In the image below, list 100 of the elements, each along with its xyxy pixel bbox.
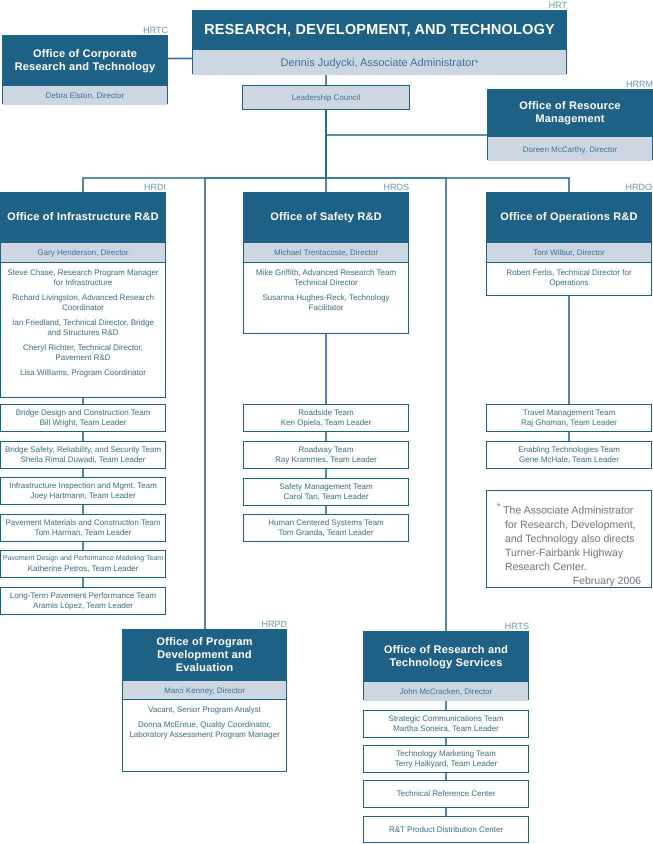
staff-entry: Mike Griffith, Advanced Research Team Technical Director <box>254 268 398 288</box>
team-leader: Joey Hartmann, Team Leader <box>30 491 136 501</box>
team-box <box>0 404 166 432</box>
team-leader: Gene McHale, Team Leader <box>519 455 619 465</box>
council-name: Leadership Council <box>292 93 360 102</box>
team-name: Pavement Materials and Construction Team <box>5 518 161 528</box>
team-box <box>363 780 529 808</box>
office-title: Office of Infrastructure R&D <box>1 193 165 242</box>
team-name: Long-Term Pavement Performance Team <box>10 591 156 601</box>
team-leader: Tom Granda, Team Leader <box>278 528 374 538</box>
team-name: Technology Marketing Team <box>396 749 496 759</box>
staff-entry: Steve Chase, Research Program Manager for Infrastructure <box>6 268 160 288</box>
team-name: Human Centered Systems Team <box>268 518 384 528</box>
connector-line <box>82 505 84 514</box>
connector-line <box>325 74 327 85</box>
director-band: Debra Elston, Director <box>3 85 167 105</box>
team-box <box>0 477 166 505</box>
footnote-box <box>486 490 652 588</box>
team-leader: Raj Ghaman, Team Leader <box>521 418 617 428</box>
team-name: Bridge Design and Construction Team <box>16 408 150 418</box>
office-box <box>243 192 409 334</box>
staff-entry: Susanna Hughes-Reck, Technology Facilitator <box>261 293 391 313</box>
office-code: HRTC <box>143 25 168 35</box>
office-box <box>192 10 567 74</box>
team-name: Enabling Technologies Team <box>518 445 620 455</box>
team-leader: Aramis López, Team Leader <box>33 601 133 611</box>
team-leader: Terry Halkyard, Team Leader <box>394 759 498 769</box>
connector-line <box>568 432 570 441</box>
director-band: Toni Wilbur, Director <box>487 242 651 262</box>
connector-line <box>82 432 84 441</box>
team-name: Bridge Safety, Reliability, and Security Team <box>4 445 162 455</box>
team-name: Travel Management Team <box>522 408 616 418</box>
staff-entry: Richard Livingston, Advanced Research Coordinator <box>11 293 155 313</box>
office-title: RESEARCH, DEVELOPMENT, AND TECHNOLOGY <box>193 11 566 49</box>
team-leader: Tom Harman, Team Leader <box>34 528 132 538</box>
office-code: HRDS <box>383 182 409 192</box>
date-text: February 2006 <box>572 574 641 588</box>
team-leader: Carol Tan, Team Leader <box>283 492 369 502</box>
council-box <box>242 85 410 110</box>
office-code: HRRM <box>626 79 653 89</box>
connector-line <box>82 578 84 587</box>
connector-line <box>82 469 84 477</box>
team-leader: Bill Wright, Team Leader <box>40 418 126 428</box>
connector-line <box>82 398 84 404</box>
connector-line <box>82 542 84 550</box>
team-box <box>486 441 652 469</box>
director-band: Doreen McCarthy, Director <box>488 136 652 161</box>
office-box <box>0 192 166 398</box>
staff-entry: Ian Friedland, Technical Director, Bridge and Structures R&D <box>11 318 155 338</box>
team-box <box>363 816 529 843</box>
office-title: Office of Operations R&D <box>487 193 651 242</box>
director-band: Marci Kenney, Director <box>123 680 286 699</box>
office-code: HRT <box>548 0 567 10</box>
team-box <box>363 710 529 738</box>
team-box <box>0 587 166 615</box>
team-box <box>0 441 166 469</box>
team-leader: Katherine Petros, Team Leader <box>28 564 138 574</box>
footnote-text: $^{*}$ The Associate Administrator for Research, Development, and Technology also directs Turner-Fairbank Highway Research Center. <box>497 500 637 574</box>
connector-line <box>568 296 570 404</box>
team-box <box>486 404 652 432</box>
team-leader: Ray Krammes, Team Leader <box>275 455 377 465</box>
team-box <box>0 550 166 578</box>
office-code: HRDI <box>144 182 166 192</box>
connector-line <box>445 808 447 816</box>
team-name: Roadway Team <box>298 445 354 455</box>
connector-line <box>325 469 327 478</box>
connector-line <box>325 506 327 514</box>
director-band: John McCracken, Director <box>364 681 528 701</box>
connector-line <box>168 58 192 60</box>
office-title: Office of Safety R&D <box>244 193 408 242</box>
office-title: Office of Resource Management <box>488 90 652 136</box>
team-leader: Ken Opiela, Team Leader <box>280 418 372 428</box>
team-box <box>243 478 409 506</box>
connector-line <box>445 773 447 780</box>
team-box <box>243 514 409 542</box>
team-box <box>243 441 409 469</box>
office-box <box>2 35 168 104</box>
connector-line <box>445 700 447 710</box>
team-name: Roadside Team <box>298 408 354 418</box>
team-name: Safety Management Team <box>279 482 373 492</box>
staff-entry: Robert Ferlis, Technical Director for Operations <box>505 268 633 288</box>
team-name: Technical Reference Center <box>396 789 496 799</box>
team-box <box>363 745 529 773</box>
connector-line <box>325 432 327 441</box>
team-box <box>0 514 166 542</box>
team-name: Infrastructure Inspection and Mgmt. Team <box>9 481 157 491</box>
office-code: HRDO <box>626 182 652 192</box>
team-leader: Sheila Rimal Duwadi, Team Leader <box>20 455 146 465</box>
team-name: Strategic Communications Team <box>388 714 504 724</box>
team-box <box>243 404 409 432</box>
staff-entry: Lisa Williams, Program Coordinator <box>19 368 147 378</box>
office-code: HRTS <box>504 621 529 631</box>
office-title: Office of Program Development and Evaluation <box>123 630 286 680</box>
staff-entry: Donna McEnrue, Quality Coordinator, Laboratory Assessment Program Manager <box>128 720 281 740</box>
team-name: R&T Product Distribution Center <box>388 824 504 834</box>
office-box <box>487 89 653 160</box>
director-band: Gary Henderson, Director <box>1 242 165 262</box>
office-title: Office of Corporate Research and Technology <box>3 36 167 85</box>
office-code: HRPD <box>261 619 287 629</box>
connector-line <box>445 738 447 745</box>
